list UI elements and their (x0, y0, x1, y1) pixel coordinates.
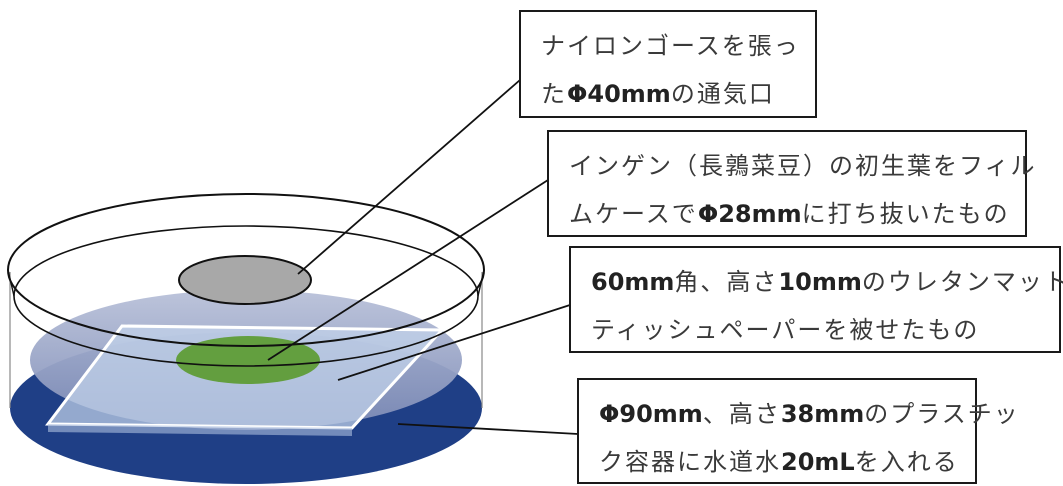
label-text: ティッシュペーパーを被せたもの (591, 316, 980, 344)
callout-leaf-line: ムケースでΦ28mmに打ち抜いたもの (569, 190, 1011, 238)
measurement-text: Φ90mm (599, 400, 703, 428)
measurement-text: 20mL (781, 448, 855, 476)
label-text: のプラスチッ (864, 400, 1020, 428)
label-text: のウレタンマットに (861, 268, 1063, 296)
callout-container-line: ク容器に水道水20mLを入れる (599, 438, 961, 486)
label-text: ムケースで (569, 200, 698, 228)
leader-line-vent (297, 79, 521, 275)
label-text: の通気口 (670, 80, 775, 108)
callout-vent-line: ナイロンゴースを張っ (541, 22, 801, 70)
measurement-text: 10mm (778, 268, 862, 296)
callout-leaf: インゲン（長鶉菜豆）の初生葉をフィルムケースでΦ28mmに打ち抜いたもの (547, 130, 1035, 238)
leader-line-container (397, 423, 579, 435)
callout-mat-line: 60mm角、高さ10mmのウレタンマットに (591, 258, 1063, 306)
lid-left-wall (7, 269, 15, 297)
label-text: に打ち抜いたもの (801, 200, 1010, 228)
measurement-text: Φ40mm (567, 80, 671, 108)
leader-line-mat (337, 304, 571, 381)
callout-mat: 60mm角、高さ10mmのウレタンマットにティッシュペーパーを被せたもの (569, 246, 1063, 354)
label-text: 、高さ (702, 400, 781, 428)
label-text: ク容器に水道水 (599, 448, 781, 476)
label-text: インゲン（長鶉菜豆）の初生葉をフィル (569, 152, 1037, 180)
label-text: ナイロンゴースを張っ (541, 32, 800, 60)
callout-container: Φ90mm、高さ38mmのプラスチック容器に水道水20mLを入れる (577, 378, 1018, 486)
label-text: を入れる (854, 448, 959, 476)
leader-line-leaf (267, 179, 549, 361)
callout-container-line: Φ90mm、高さ38mmのプラスチッ (599, 390, 1018, 438)
measurement-text: 60mm (591, 268, 675, 296)
callout-vent: ナイロンゴースを張ったΦ40mmの通気口 (519, 10, 817, 118)
vent-gauze (178, 255, 312, 305)
callout-vent-line: たΦ40mmの通気口 (541, 70, 801, 118)
leaf-disc (176, 336, 320, 384)
measurement-text: Φ28mm (697, 200, 802, 228)
label-text: 角、高さ (674, 268, 779, 296)
callout-leaf-line: インゲン（長鶉菜豆）の初生葉をフィル (569, 142, 1035, 190)
callout-mat-line: ティッシュペーパーを被せたもの (591, 306, 1045, 354)
urethane-mat-edge (48, 424, 352, 436)
measurement-text: 38mm (780, 400, 865, 428)
lid-right-wall (477, 269, 485, 297)
label-text: た (541, 80, 567, 108)
